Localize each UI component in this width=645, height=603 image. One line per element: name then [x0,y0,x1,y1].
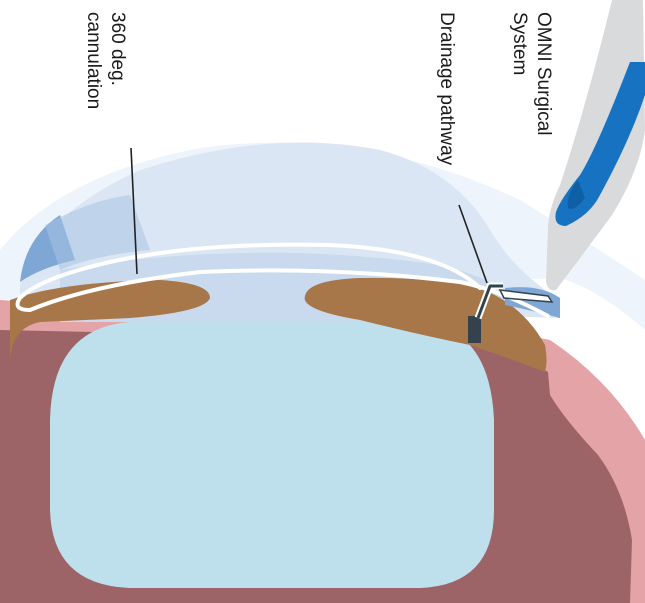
cannulation-label-line1: 360 deg. [107,12,128,86]
cannulation-leader-line [130,147,138,275]
device-label-line1: OMNI Surgical [533,12,554,136]
device-label-line2: System [509,12,530,75]
omni-handpiece-icon [546,0,645,291]
cannula-tip [498,289,554,303]
cannulation-label-line2: cannulation [83,12,104,109]
lens [50,322,494,588]
drainage-canal [468,282,503,343]
catheter-loop [15,242,550,318]
left-angle-fade [45,195,150,270]
drainage-label: Drainage pathway [436,12,457,166]
drainage-leader-line [458,204,488,284]
